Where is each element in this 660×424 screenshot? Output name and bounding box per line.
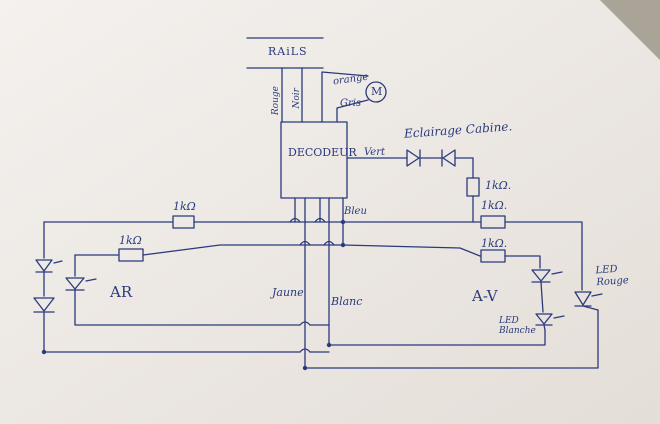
inner-bus-right-b	[504, 255, 541, 269]
vert-label: Vert	[364, 147, 386, 158]
led-blanche-label: LED Blanche	[499, 316, 536, 337]
left-inner-wire-b	[74, 289, 301, 326]
gris-label: Gris	[340, 98, 362, 109]
motor-icon	[365, 81, 387, 103]
ar-label: AR	[110, 283, 133, 301]
crossover-inner-1	[299, 240, 311, 246]
crossover-jaune-bottom	[299, 348, 311, 353]
res-top-left-label: 1kΩ	[173, 200, 196, 213]
noir-rail-label: Noir	[292, 88, 302, 109]
wire-gris	[336, 99, 369, 123]
wire-orange	[321, 71, 369, 123]
res-left-inner-label: 1kΩ	[119, 234, 142, 247]
crossover-bus-2	[314, 217, 326, 223]
res-cabine-label: 1kΩ.	[485, 179, 512, 192]
junction-bleu-top	[340, 219, 346, 225]
led-rouge-wire	[582, 305, 599, 311]
inner-bus-right-a	[342, 244, 481, 257]
decodeur-label: DECODEUR	[288, 146, 357, 159]
av-label: A-V	[472, 287, 498, 305]
junction-jaune	[302, 365, 308, 371]
junction-dots	[41, 219, 346, 371]
bus-right-b	[504, 221, 583, 291]
junction-left-bottom	[41, 349, 47, 355]
blanc-label: Blanc	[331, 295, 363, 308]
junction-bleu-inner	[340, 242, 346, 248]
motor-label: M	[371, 85, 383, 98]
return-blanc	[328, 329, 546, 346]
crossover-inner-2	[323, 240, 335, 246]
res-right-top-label: 1kΩ.	[481, 199, 508, 212]
crossover-bus-1	[289, 217, 301, 223]
led-rouge-label: LED Rouge	[595, 263, 630, 288]
right-inner-wire	[540, 281, 544, 313]
return-jaune	[304, 309, 599, 369]
wire-cabin-down	[454, 157, 474, 179]
res-right-inner-label: 1kΩ.	[481, 237, 508, 250]
crossover-jaune-inner	[299, 321, 311, 326]
junction-blanc	[326, 342, 332, 348]
inner-bus-left-b	[142, 244, 344, 256]
jaune-label: Jaune	[272, 286, 304, 299]
led-blanche-wire	[543, 324, 546, 331]
rouge-rail-label: Rouge	[271, 86, 281, 116]
decoder-box	[280, 121, 348, 199]
bleu-label: Bleu	[344, 206, 367, 217]
table-corner	[600, 0, 660, 60]
rails-label: RAiLS	[268, 45, 308, 58]
